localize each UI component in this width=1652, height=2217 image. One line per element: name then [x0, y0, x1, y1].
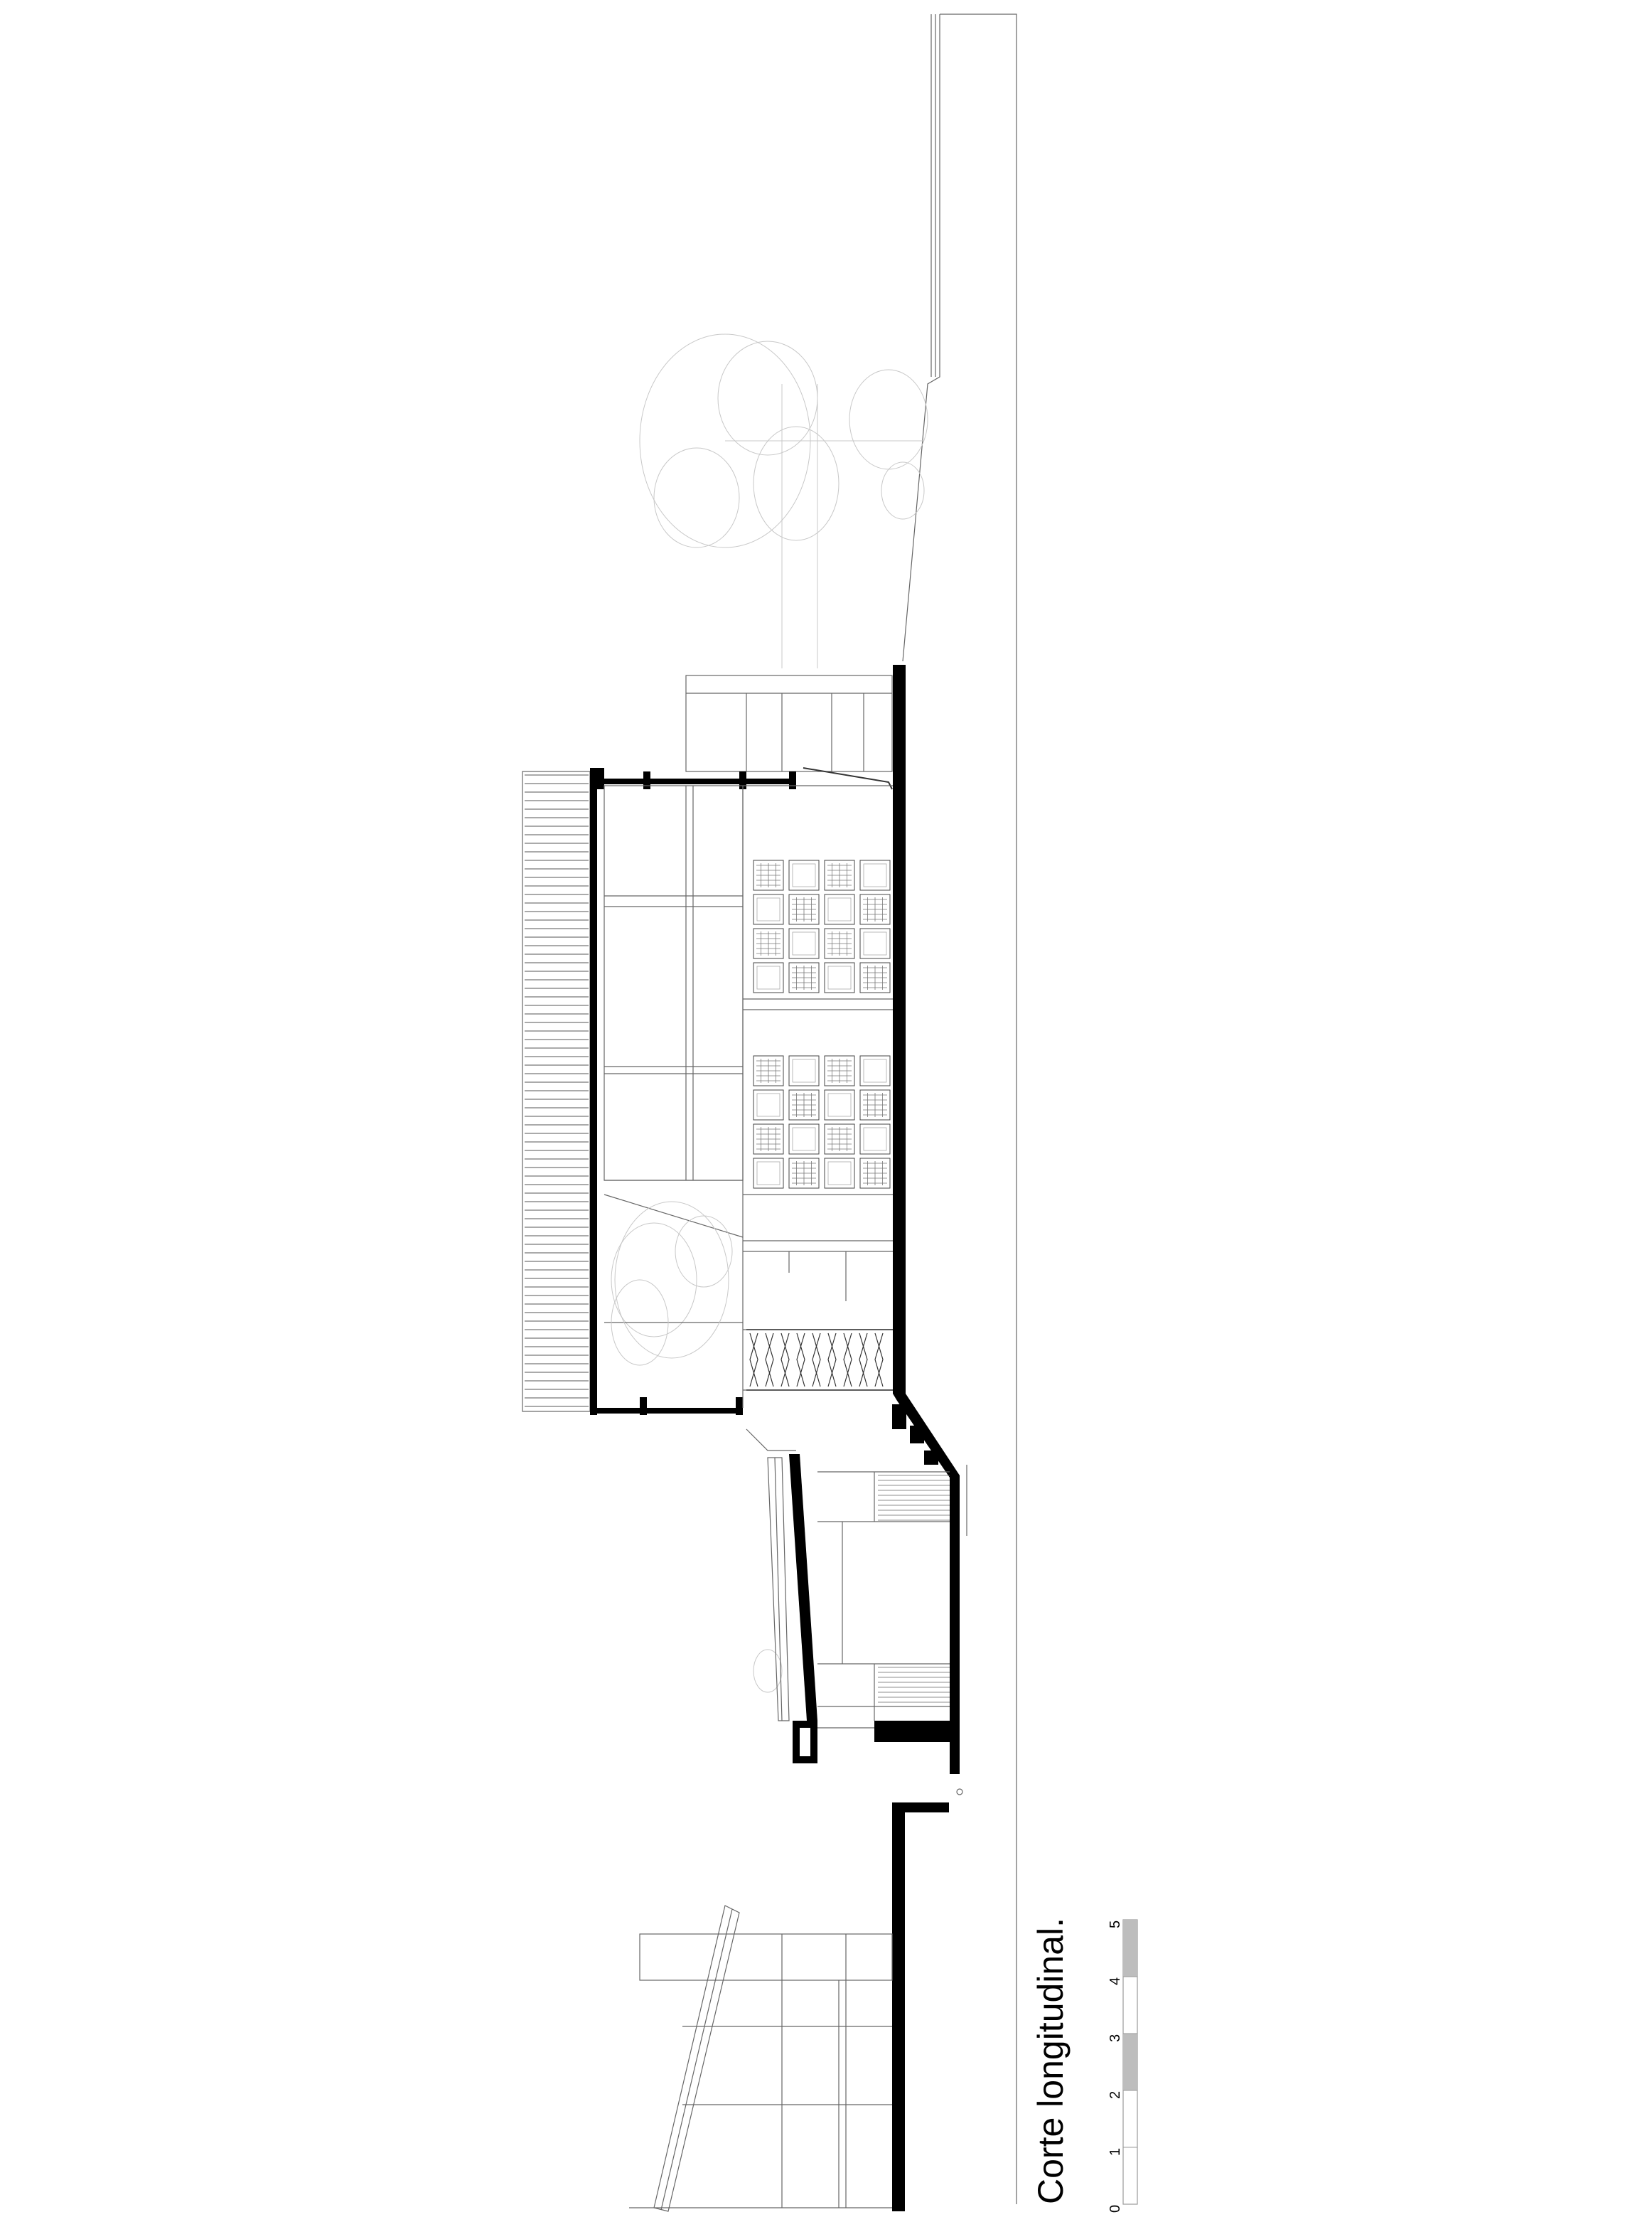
scale-bar-segment-1-2	[1123, 2034, 1137, 2090]
interior-lines	[743, 785, 893, 1391]
scale-label-2: 2	[1107, 2091, 1123, 2099]
drawing-title-group: Corte longitudinal.	[1031, 1918, 1071, 2204]
rear-pergola	[685, 675, 893, 790]
corrugated-roof	[525, 774, 589, 1407]
interior-foliage	[611, 1201, 733, 1366]
scale-label-3: 3	[1107, 2034, 1123, 2042]
scale-label-0: 0	[1107, 2205, 1123, 2213]
scale-bar-segment-3-4	[1123, 1920, 1137, 1977]
lattice-panel-lower	[753, 1055, 891, 1189]
lower-pavilion	[746, 1428, 963, 1795]
zigzag-truss	[746, 1329, 893, 1391]
scale-label-1: 1	[1107, 2148, 1123, 2156]
scale-label-5: 5	[1107, 1920, 1123, 1928]
lattice-panel-upper	[753, 860, 891, 993]
main-volume	[522, 768, 796, 1415]
scale-label-4: 4	[1107, 1977, 1123, 1985]
ground-slab	[874, 665, 960, 2211]
scale-bar: 0 1 2 3 4 5	[1107, 1919, 1138, 2213]
drawing-title: Corte longitudinal.	[1031, 1918, 1071, 2204]
terrain	[902, 14, 1017, 2204]
background-trees	[611, 333, 928, 1693]
front-porch	[629, 1905, 893, 2212]
